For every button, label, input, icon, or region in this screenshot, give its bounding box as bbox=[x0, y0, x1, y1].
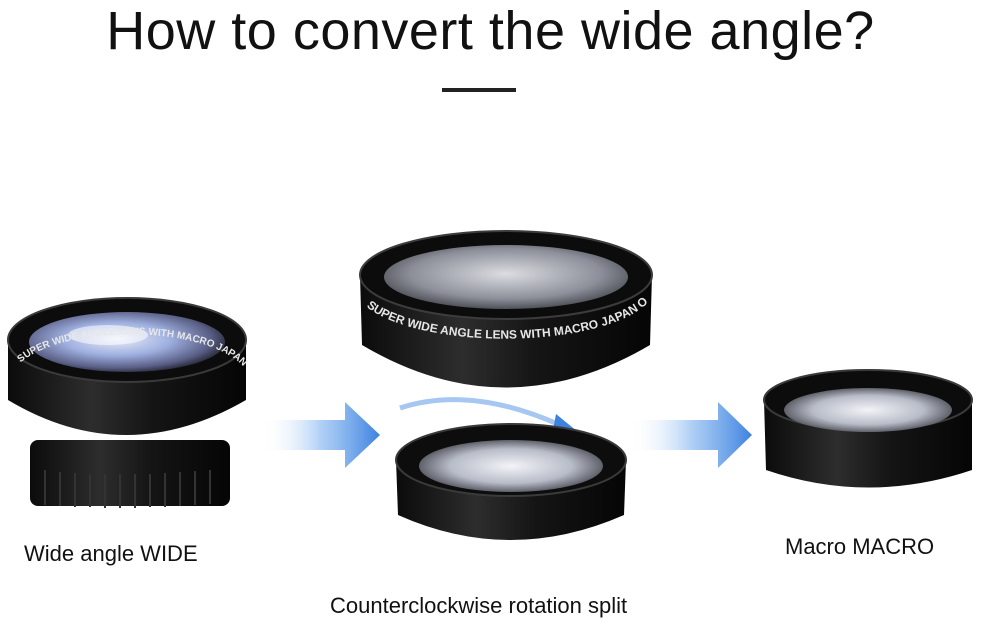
macro-lens-glass bbox=[784, 388, 952, 432]
page-title: How to convert the wide angle? bbox=[106, 1, 875, 61]
arrow-right-icon bbox=[630, 402, 752, 468]
arrow-right-icon bbox=[262, 402, 380, 468]
top-lens-glass bbox=[384, 245, 628, 309]
glass-highlight bbox=[68, 325, 148, 345]
macro-ring-glass bbox=[419, 440, 603, 492]
rotation-arc bbox=[399, 397, 562, 428]
caption-rotation-split: Counterclockwise rotation split bbox=[330, 593, 628, 618]
caption-macro: Macro MACRO bbox=[785, 534, 935, 559]
lens-knurl-ridges bbox=[44, 470, 211, 508]
wide-angle-lens: SUPER WIDE ANGLE LENS WITH MACRO JAPAN O… bbox=[0, 0, 251, 508]
macro-lens bbox=[763, 369, 973, 488]
caption-wide-angle: Wide angle WIDE bbox=[24, 541, 198, 566]
title-underline bbox=[442, 88, 516, 92]
